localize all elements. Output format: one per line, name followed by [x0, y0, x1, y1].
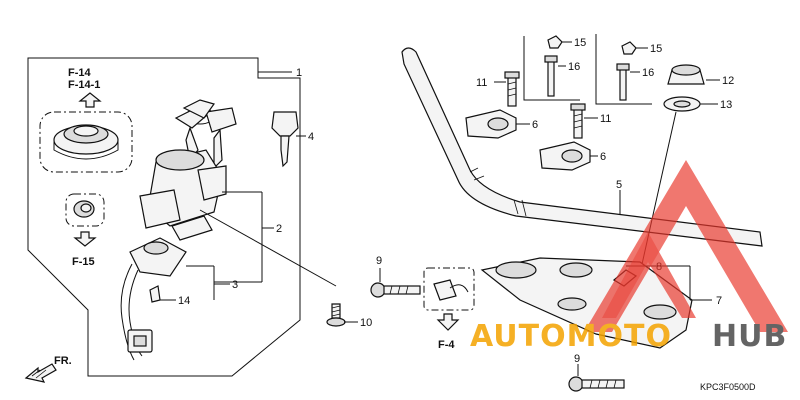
ref-f4: F-4 — [438, 339, 455, 351]
ignition-switch-icon — [139, 149, 227, 241]
callout-15b: 15 — [650, 43, 662, 55]
bolt-11-left-icon — [504, 71, 520, 107]
up-arrow-icon — [78, 92, 102, 108]
bolt-16-right-icon — [616, 63, 630, 101]
ref-f14-1: F-14-1 — [68, 79, 100, 91]
callout-5: 5 — [616, 179, 622, 191]
clip-box — [423, 267, 475, 311]
bolt-11-right-icon — [570, 103, 586, 139]
callout-11b: 11 — [600, 113, 611, 125]
front-label: FR. — [54, 355, 72, 367]
holder-upper-right-icon — [539, 141, 591, 171]
automotohub-logo: AUTOMOTO HUB — [470, 160, 788, 354]
callout-9b: 9 — [574, 353, 580, 365]
ref-f15: F-15 — [72, 256, 95, 268]
watermark-text-dark: HUB — [712, 319, 787, 354]
callout-13: 13 — [720, 99, 732, 111]
callout-1: 1 — [296, 67, 302, 79]
callout-16b: 16 — [642, 67, 654, 79]
callout-3: 3 — [232, 279, 238, 291]
seat-lock-box — [65, 193, 105, 227]
key-set-icon — [174, 99, 237, 170]
front-direction-icon — [24, 363, 57, 383]
callout-6a: 6 — [532, 119, 538, 131]
fuel-cap-icon — [53, 124, 119, 160]
fuel-cap-box — [39, 111, 133, 173]
callout-12: 12 — [722, 75, 734, 87]
down-arrow-f4-icon — [436, 313, 460, 331]
wire-harness-icon — [120, 237, 187, 361]
nut-15-right-icon — [621, 41, 637, 55]
washer-13-icon — [663, 96, 701, 112]
callout-2: 2 — [276, 223, 282, 235]
diagram-code: KPC3F0500D — [700, 382, 756, 392]
callout-6b: 6 — [600, 151, 606, 163]
bolt-10-icon — [326, 303, 346, 327]
callout-11a: 11 — [476, 77, 487, 89]
leader-switch-bolt — [199, 209, 337, 287]
seat-lock-icon — [73, 200, 95, 218]
callout-7: 7 — [716, 295, 722, 307]
callout-10: 10 — [360, 317, 372, 329]
callout-14: 14 — [178, 295, 190, 307]
bolt-9-lower-icon — [568, 376, 625, 392]
cap-12-icon — [667, 64, 705, 85]
down-arrow-icon — [73, 231, 97, 247]
group-outline — [27, 57, 301, 377]
bolt-16-left-icon — [544, 55, 558, 97]
box-15-16-left — [523, 36, 580, 101]
callout-15a: 15 — [574, 37, 586, 49]
holder-upper-left-icon — [465, 109, 517, 139]
key-icon — [271, 111, 299, 168]
nut-15-left-icon — [547, 35, 563, 49]
cable-clip-icon — [433, 279, 469, 301]
handlebar-icon — [401, 47, 763, 247]
callout-4: 4 — [308, 131, 314, 143]
bolt-9-upper-icon — [370, 282, 421, 298]
callout-9a: 9 — [376, 255, 382, 267]
ignition-set-panel: 1 F-14 F-14-1 F-15 — [24, 57, 337, 383]
watermark-text-orange: AUTOMOTO — [470, 319, 672, 354]
ref-f14: F-14 — [68, 67, 92, 79]
callout-16a: 16 — [568, 61, 580, 73]
box-15-16-right — [595, 34, 652, 105]
